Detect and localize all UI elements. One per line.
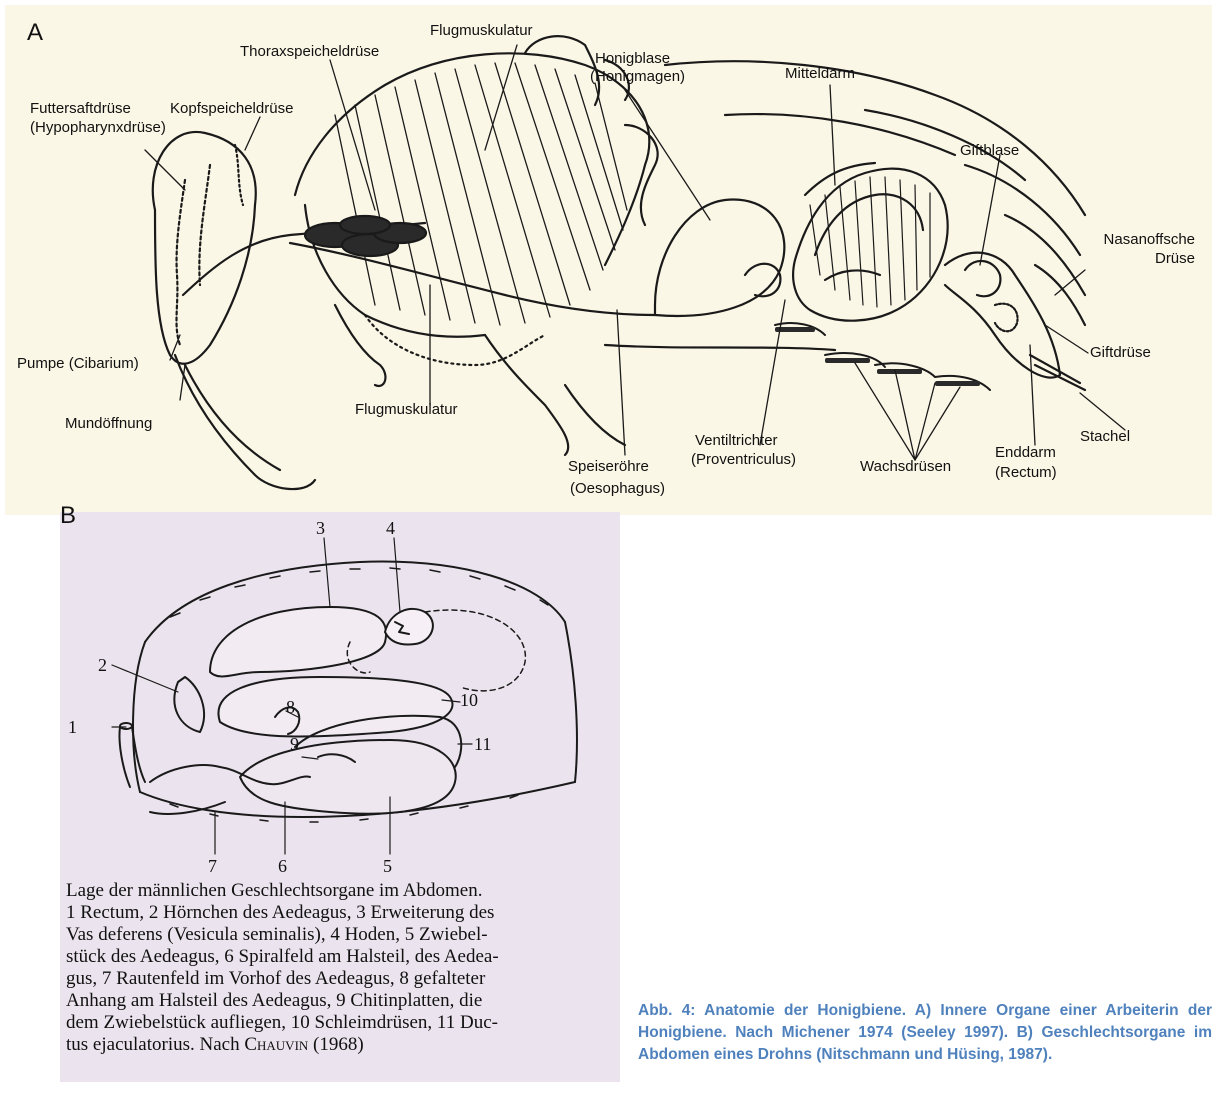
caption-year: (1968): [308, 1034, 363, 1055]
label-rectum: (Rectum): [995, 464, 1057, 482]
drone-genitalia-drawing: [60, 512, 620, 882]
label-kopfspeicheldruese: Kopfspeicheldrüse: [170, 100, 293, 118]
figure-caption: Abb. 4: Anatomie der Honigbiene. A) Inne…: [638, 1000, 1212, 1066]
caption-line: stück des Aedeagus, 6 Spiralfeld am Hals…: [66, 946, 614, 968]
number-2: 2: [98, 655, 107, 676]
label-wachsdruesen: Wachsdrüsen: [860, 458, 951, 476]
number-5: 5: [383, 856, 392, 877]
number-10: 10: [460, 690, 478, 711]
panel-b-caption: Lage der männlichen Geschlechtsorgane im…: [66, 880, 614, 1056]
number-11: 11: [474, 734, 491, 755]
caption-line: Lage der männlichen Geschlechtsorgane im…: [66, 880, 614, 902]
label-nasanoffsche: Nasanoffsche: [1045, 231, 1195, 249]
panel-a-worker-anatomy: A Flugmuskulatur Thoraxspeicheldrüse Hon…: [5, 5, 1212, 515]
label-proventriculus: (Proventriculus): [691, 451, 796, 469]
caption-author: Chauvin: [244, 1034, 308, 1055]
number-8: 8: [286, 697, 295, 718]
number-6: 6: [278, 856, 287, 877]
caption-line-last: tus ejaculatorius. Nach Chauvin (1968): [66, 1034, 614, 1056]
label-mitteldarm: Mitteldarm: [785, 65, 855, 83]
panel-b-letter: B: [60, 502, 76, 530]
label-hypopharynxdruese: (Hypopharynxdrüse): [30, 119, 166, 137]
number-4: 4: [386, 518, 395, 539]
caption-line: Anhang am Halsteil des Aedeagus, 9 Chiti…: [66, 990, 614, 1012]
caption-line: 1 Rectum, 2 Hörnchen des Aedeagus, 3 Erw…: [66, 902, 614, 924]
caption-line: dem Zwiebelstück aufliegen, 10 Schleimdr…: [66, 1012, 614, 1034]
label-ventiltrichter: Ventiltrichter: [695, 432, 778, 450]
label-pumpe: Pumpe (Cibarium): [17, 355, 139, 373]
panel-b-drone-genitalia: B 3 4 2 1 8 9 10 11 5 6 7 Lage der männl…: [60, 512, 620, 1082]
number-7: 7: [208, 856, 217, 877]
label-flugmuskulatur-bottom: Flugmuskulatur: [355, 401, 458, 419]
label-flugmuskulatur-top: Flugmuskulatur: [430, 22, 533, 40]
label-nasanoffsche-druese: Drüse: [1045, 250, 1195, 268]
panel-a-letter: A: [27, 19, 43, 47]
number-3: 3: [316, 518, 325, 539]
caption-line: tus ejaculatorius. Nach: [66, 1034, 240, 1055]
label-enddarm: Enddarm: [995, 444, 1056, 462]
label-speiseroehre: Speiseröhre: [568, 458, 649, 476]
number-9: 9: [290, 734, 299, 755]
label-thoraxspeicheldruese: Thoraxspeicheldrüse: [240, 43, 379, 61]
label-honigmagen: (Honigmagen): [590, 68, 685, 86]
caption-line: gus, 7 Rautenfeld im Vorhof des Aedeagus…: [66, 968, 614, 990]
label-mundoeffnung: Mundöffnung: [65, 415, 152, 433]
label-giftblase: Giftblase: [960, 142, 1019, 160]
label-giftdruese: Giftdrüse: [1090, 344, 1151, 362]
number-1: 1: [68, 717, 77, 738]
label-oesophagus: (Oesophagus): [570, 480, 665, 498]
label-stachel: Stachel: [1080, 428, 1130, 446]
label-futtersaftdruese: Futtersaftdrüse: [30, 100, 131, 118]
label-honigblase: Honigblase: [595, 50, 670, 68]
caption-line: Vas deferens (Vesicula seminalis), 4 Hod…: [66, 924, 614, 946]
